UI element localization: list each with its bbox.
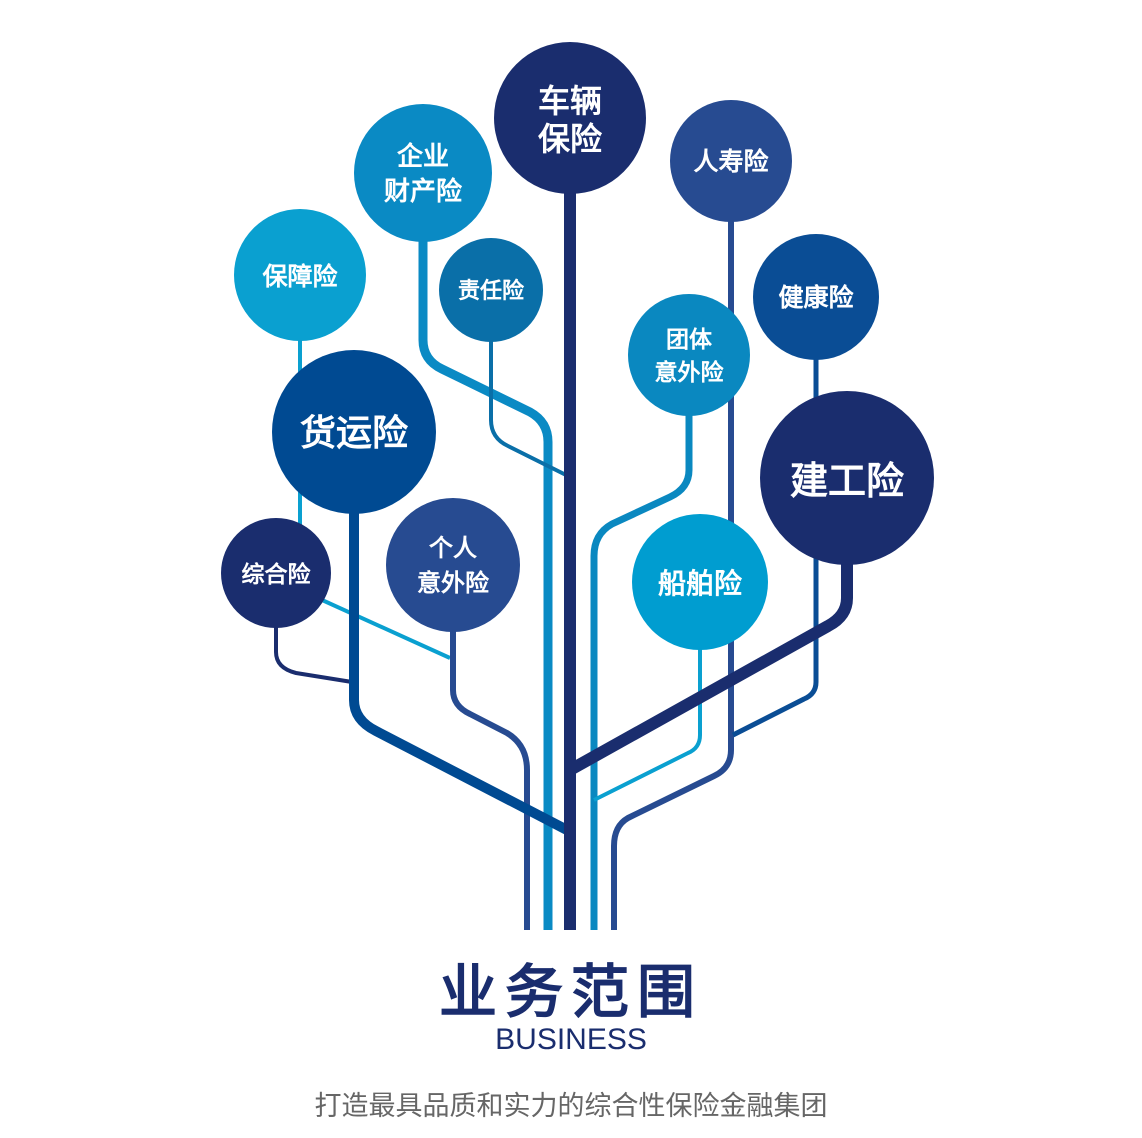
node-liability: 责任险	[439, 238, 543, 342]
branch-cargo	[349, 505, 570, 835]
svg-text:建工险: 建工险	[790, 459, 905, 503]
svg-text:船舶险: 船舶险	[658, 567, 743, 600]
branch-group-accident	[590, 410, 693, 930]
node-health: 健康险	[753, 234, 879, 360]
node-guarantee: 保障险	[234, 209, 366, 341]
node-life: 人寿险	[670, 100, 792, 222]
section-subtitle: BUSINESS	[495, 1023, 647, 1056]
node-construction: 建工险	[760, 391, 934, 565]
branch-health	[731, 355, 819, 738]
node-enterprise: 企业财产险	[354, 104, 492, 242]
section-title: 业务范围	[438, 958, 703, 1026]
node-personal-accident: 个人意外险	[386, 498, 520, 632]
svg-text:综合险: 综合险	[242, 561, 312, 588]
branch-enterprise	[418, 235, 553, 930]
branch-construction	[567, 560, 853, 776]
svg-text:责任险: 责任险	[458, 278, 525, 304]
node-ship: 船舶险	[632, 514, 768, 650]
node-vehicle: 车辆保险	[494, 42, 646, 194]
branch-life	[611, 215, 734, 930]
svg-text:个人意外险: 个人意外险	[417, 534, 490, 597]
branch-liability	[489, 335, 567, 477]
tagline: 打造最具品质和实力的综合性保险金融集团	[314, 1091, 828, 1122]
branch-personal-accident	[450, 625, 530, 930]
node-comprehensive: 综合险	[221, 518, 331, 628]
branch-ship	[593, 645, 702, 802]
branch-lines	[274, 190, 853, 930]
branch-comprehensive	[274, 620, 353, 684]
svg-text:人寿险: 人寿险	[693, 147, 769, 176]
svg-text:企业财产险: 企业财产险	[384, 141, 463, 207]
node-cargo: 货运险	[272, 350, 436, 514]
node-group-accident: 团体意外险	[628, 294, 750, 416]
svg-text:货运险: 货运险	[300, 413, 409, 454]
svg-text:车辆保险: 车辆保险	[538, 82, 603, 158]
svg-text:健康险: 健康险	[778, 283, 854, 312]
svg-text:保障险: 保障险	[261, 262, 338, 291]
svg-text:团体意外险: 团体意外险	[655, 327, 725, 386]
